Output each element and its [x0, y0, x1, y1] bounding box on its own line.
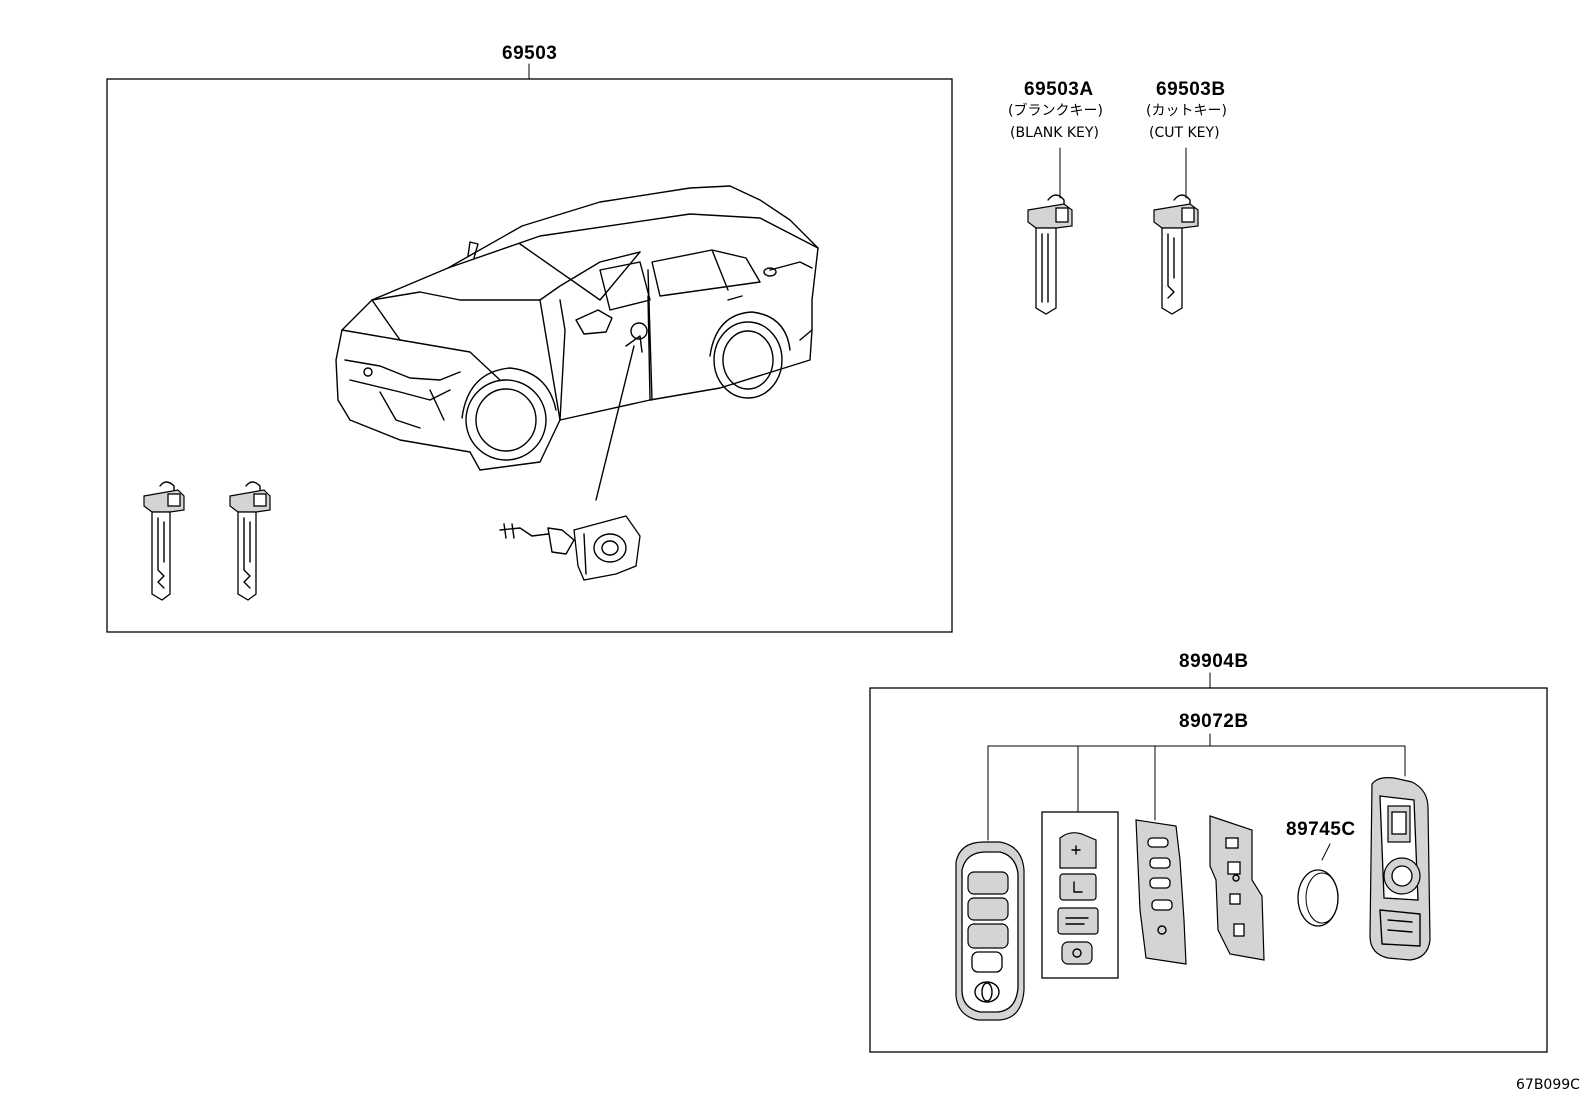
button-pad-drawing: [1041, 811, 1119, 979]
transmitter-box: [869, 672, 1548, 1053]
label-cut-key-en: (CUT KEY): [1149, 125, 1220, 141]
lock-set-keys: [143, 481, 271, 601]
vehicle-illustration: [335, 185, 819, 501]
blank-key-drawing: [1027, 147, 1073, 315]
label-lock-set: 69503: [502, 43, 558, 64]
diagram-code: 67B099C: [1516, 1077, 1580, 1093]
smart-key-housing-drawing: [955, 841, 1025, 1021]
inner-plate-drawing: [1135, 819, 1187, 965]
label-blank-key-en: (BLANK KEY): [1010, 125, 1099, 141]
label-transmitter-housing: 89072B: [1179, 711, 1249, 732]
label-blank-key-part: 69503A: [1024, 79, 1094, 100]
circuit-board-drawing: [1209, 815, 1265, 961]
label-battery: 89745C: [1286, 819, 1356, 840]
label-transmitter-assy: 89904B: [1179, 651, 1249, 672]
rear-case-drawing: [1369, 777, 1431, 961]
label-cut-key-jp: (カットキー): [1146, 103, 1227, 119]
cut-key-drawing: [1153, 147, 1199, 315]
label-blank-key-jp: (ブランクキー): [1008, 103, 1103, 119]
lock-set-box: [106, 63, 953, 633]
battery-drawing: [1297, 869, 1339, 927]
label-cut-key-part: 69503B: [1156, 79, 1226, 100]
door-lock-cylinder: [499, 515, 641, 581]
